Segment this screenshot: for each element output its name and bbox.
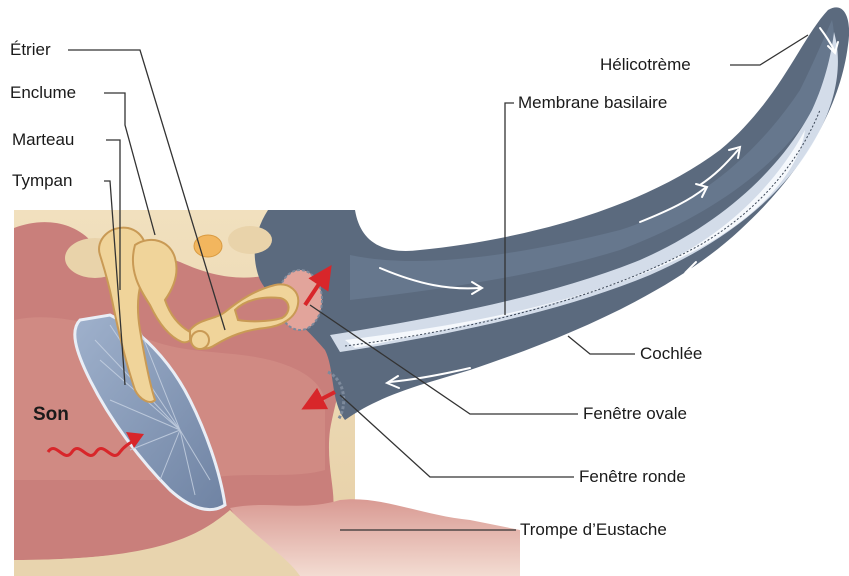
label-etrier: Étrier	[10, 40, 51, 60]
label-fenetre-ronde: Fenêtre ronde	[579, 467, 686, 487]
bone-spot	[194, 235, 222, 257]
label-enclume: Enclume	[10, 83, 76, 103]
cochlea	[255, 7, 849, 420]
label-fenetre-ovale: Fenêtre ovale	[583, 404, 687, 424]
label-son: Son	[33, 404, 69, 426]
label-tympan: Tympan	[12, 171, 72, 191]
label-helicotreme: Hélicotrème	[600, 55, 691, 75]
label-membrane-basilaire: Membrane basilaire	[518, 93, 667, 113]
label-cochlee: Cochlée	[640, 344, 702, 364]
label-trompe-eustache: Trompe d’Eustache	[520, 520, 667, 540]
label-marteau: Marteau	[12, 130, 74, 150]
